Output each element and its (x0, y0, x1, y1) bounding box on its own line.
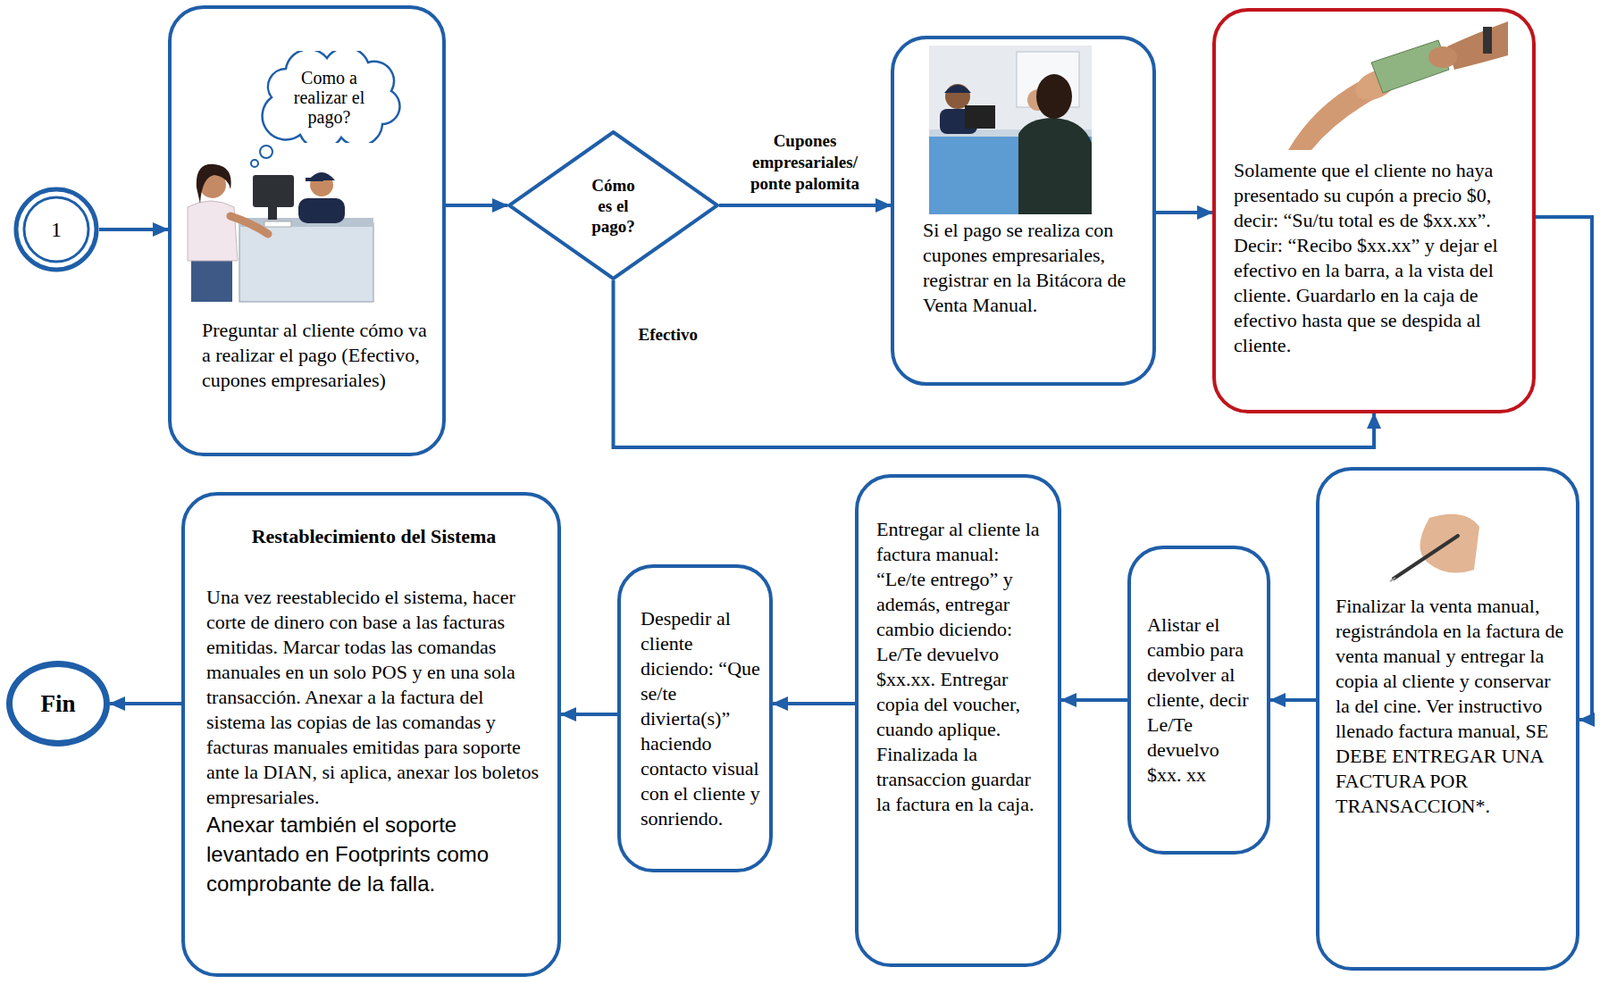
start-circle: 1 (13, 186, 100, 273)
node-text: Como a realizar el pago? (292, 67, 368, 127)
counter-photo-part (944, 84, 972, 93)
node-text: Alistar el cambio para devolver al clien… (1147, 612, 1257, 788)
connector-arrow (109, 702, 182, 706)
node-text: Solamente que el cliente no haya present… (1233, 158, 1520, 359)
node-text: 1 (50, 217, 62, 243)
customer-cashier-photo-part (259, 145, 273, 159)
customer-cashier-photo-part (196, 164, 232, 204)
process-box: Restablecimiento del SistemaUna vez rees… (181, 492, 562, 978)
writing-hand-photo (1390, 514, 1480, 582)
counter-photo-part (945, 83, 971, 109)
counter-photo-part (1018, 117, 1092, 215)
customer-cashier-photo-part (239, 223, 374, 302)
process-box: Si el pago se realiza con cupones empres… (890, 35, 1157, 386)
node-text: Una vez reestablecido el sistema, hacer … (206, 585, 542, 811)
customer-cashier-photo-part (264, 221, 292, 227)
node-text: Despedir al cliente diciendo: “Que se/te… (640, 606, 761, 832)
counter-photo (929, 45, 1092, 215)
connector-arrow (99, 227, 168, 232)
writing-hand-photo-part (1390, 578, 1396, 582)
customer-cashier-photo-part (230, 216, 269, 235)
process-box: Despedir al cliente diciendo: “Que se/te… (617, 564, 773, 873)
customer-cashier-photo-part (305, 177, 324, 182)
customer-cashier-photo-part (298, 198, 345, 224)
node-text: Restablecimiento del Sistema (206, 524, 542, 550)
customer-cashier-photo-part (191, 259, 233, 302)
node-text: Entregar al cliente la factura manual: “… (876, 517, 1049, 818)
money-hands-photo-part (1482, 26, 1492, 54)
edge-label: Efectivo (636, 324, 700, 346)
money-hands-photo (1288, 21, 1508, 151)
process-box: Finalizar la venta manual, registrándola… (1315, 467, 1580, 972)
counter-photo-part (1036, 74, 1073, 119)
thought-bubble: Como a realizar el pago? (255, 50, 403, 143)
decision-diamond: Cómo es el pago? (507, 130, 720, 281)
connector-arrow (772, 702, 855, 706)
money-hands-photo-part (1428, 46, 1458, 68)
node-text: Cómo es el pago? (585, 175, 643, 237)
node-text: Fin (40, 690, 76, 718)
connector-arrow (1270, 698, 1316, 703)
node-text: Anexar también el soporte levantado en F… (206, 810, 542, 899)
customer-cashier-photo-part (268, 207, 277, 220)
process-box: Preguntar al cliente cómo va a realizar … (167, 5, 446, 457)
start-outline-part (24, 197, 89, 262)
start-outline-part (16, 189, 97, 270)
diamond-outline-part (509, 132, 718, 279)
customer-cashier-photo (187, 145, 374, 302)
process-box: Alistar el cambio para devolver al clien… (1127, 545, 1271, 855)
customer-cashier-photo-part (252, 175, 294, 208)
connector-arrow (1061, 698, 1128, 703)
node-text: Finalizar la venta manual, registrándola… (1335, 594, 1566, 820)
connector-arrow (561, 712, 618, 717)
customer-cashier-photo-part (251, 159, 259, 168)
counter-photo-part (929, 45, 1092, 215)
process-box: Entregar al cliente la factura manual: “… (854, 474, 1062, 968)
money-hands-photo-part (1447, 21, 1508, 70)
writing-hand-photo-part (1393, 536, 1458, 579)
node-text: Preguntar al cliente cómo va a realizar … (201, 318, 430, 394)
connector-arrow (445, 203, 508, 208)
edge-label: Cupones empresariales/ ponte palomita (736, 130, 874, 195)
connector-arrow (1156, 210, 1213, 215)
highlight-box: Solamente que el cliente no haya present… (1212, 8, 1536, 414)
writing-hand-photo-part (1419, 514, 1480, 574)
counter-photo-part (964, 105, 996, 129)
node-text: Si el pago se realiza con cupones empres… (922, 217, 1140, 319)
customer-cashier-photo-part (187, 201, 238, 261)
connector-arrow (719, 203, 891, 208)
bubble-outline-part (262, 50, 401, 143)
end-terminator: Fin (6, 661, 110, 747)
